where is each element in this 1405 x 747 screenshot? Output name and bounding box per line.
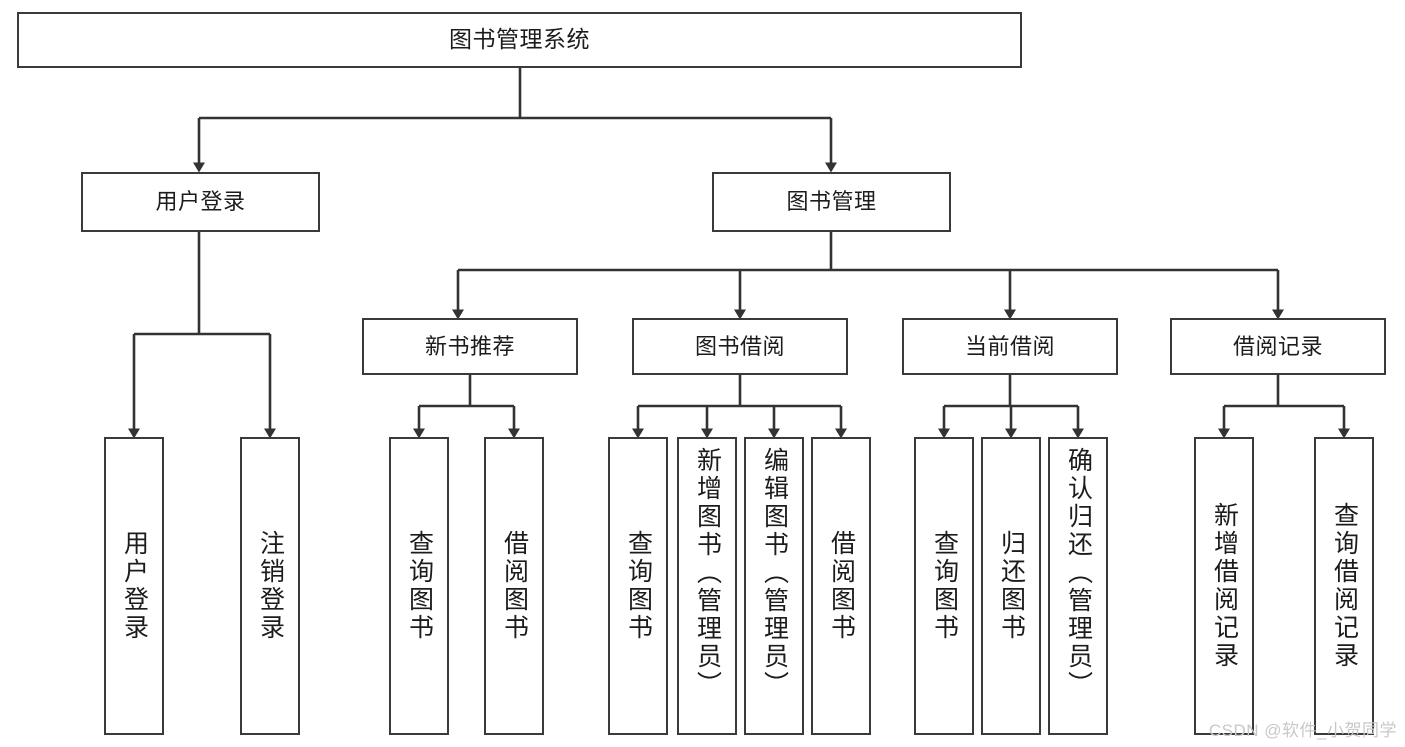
node-leaf-query-borrow-record[interactable]: 查询借阅记录 (1314, 437, 1374, 735)
node-leaf-query-book-current[interactable]: 查询图书 (914, 437, 974, 735)
node-borrow-record[interactable]: 借阅记录 (1170, 318, 1386, 375)
node-label: 查询图书 (405, 530, 434, 642)
node-leaf-user-login[interactable]: 用户登录 (104, 437, 164, 735)
node-current-borrow[interactable]: 当前借阅 (902, 318, 1118, 375)
node-book-borrow[interactable]: 图书借阅 (632, 318, 848, 375)
node-label: 查询图书 (624, 530, 653, 642)
node-label: 用户登录 (120, 530, 149, 642)
node-label: 注销登录 (256, 530, 285, 642)
node-label: 归还图书 (997, 530, 1026, 642)
node-leaf-query-book-recommend[interactable]: 查询图书 (389, 437, 449, 735)
node-label: 新书推荐 (424, 333, 515, 359)
node-root-book-management-system[interactable]: 图书管理系统 (17, 12, 1022, 68)
node-label: 查询图书 (930, 530, 959, 642)
node-leaf-add-borrow-record[interactable]: 新增借阅记录 (1194, 437, 1254, 735)
watermark: CSDN @软件_小贺同学 (1208, 721, 1397, 740)
node-new-book-recommend[interactable]: 新书推荐 (362, 318, 578, 375)
node-label: 图书管理 (786, 189, 877, 215)
node-label: 图书管理系统 (449, 26, 590, 53)
node-label: 借阅图书 (827, 530, 856, 642)
node-label: 借阅图书 (500, 530, 529, 642)
node-label: 新增图书（管理员） (693, 447, 722, 699)
node-label: 编辑图书（管理员） (760, 447, 789, 699)
node-leaf-edit-book-admin[interactable]: 编辑图书（管理员） (744, 437, 804, 735)
node-book-management[interactable]: 图书管理 (712, 172, 951, 232)
node-user-login[interactable]: 用户登录 (81, 172, 320, 232)
node-leaf-query-book-borrow[interactable]: 查询图书 (608, 437, 668, 735)
node-label: 查询借阅记录 (1330, 502, 1359, 670)
node-leaf-borrow-book[interactable]: 借阅图书 (811, 437, 871, 735)
node-label: 当前借阅 (964, 333, 1055, 359)
node-label: 新增借阅记录 (1210, 502, 1239, 670)
node-label: 借阅记录 (1232, 333, 1323, 359)
node-leaf-add-book-admin[interactable]: 新增图书（管理员） (677, 437, 737, 735)
node-label: 图书借阅 (694, 333, 785, 359)
node-leaf-return-book[interactable]: 归还图书 (981, 437, 1041, 735)
node-leaf-confirm-return-admin[interactable]: 确认归还（管理员） (1048, 437, 1108, 735)
node-leaf-borrow-book-recommend[interactable]: 借阅图书 (484, 437, 544, 735)
node-leaf-logout[interactable]: 注销登录 (240, 437, 300, 735)
node-label: 用户登录 (155, 189, 246, 215)
node-label: 确认归还（管理员） (1064, 447, 1093, 699)
